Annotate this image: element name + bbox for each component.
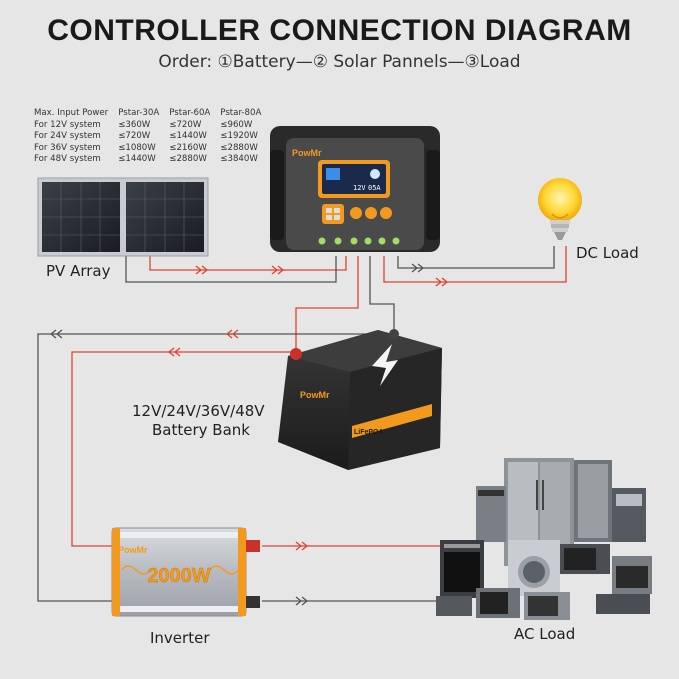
- tall-appliance-icon: [574, 460, 612, 542]
- spec-cell: ≤2880W: [220, 142, 258, 153]
- spec-cell: ≤3840W: [220, 154, 258, 164]
- spec-row: For 24V system ≤720W ≤1440W ≤1920W: [34, 131, 271, 143]
- controller-brand-logo: PowMr: [292, 148, 322, 158]
- dcload-positive-wire: [383, 246, 567, 283]
- arrow-icon: [295, 541, 309, 551]
- spec-row: For 48V system ≤1440W ≤2880W ≤3840W: [34, 154, 271, 166]
- charge-controller-icon: [270, 126, 440, 252]
- battery-negative-wire: [369, 256, 395, 340]
- arrow-icon: [411, 263, 425, 273]
- spec-header-row: Max. Input Power Pstar-30A Pstar-60A Pst…: [34, 108, 271, 120]
- spec-cell: ≤1440W: [169, 131, 207, 141]
- connection-order: Order: ①Battery—② Solar Pannels—③Load: [158, 52, 521, 72]
- microwave-icon: [560, 544, 610, 574]
- arrow-icon: [225, 329, 239, 339]
- pv-negative-wire: [125, 256, 337, 283]
- controller-display-current: 05A: [368, 184, 381, 192]
- spec-header: Pstar-60A: [169, 108, 211, 118]
- arrow-icon: [295, 596, 309, 606]
- light-bulb-icon: [538, 178, 582, 240]
- arrow-icon: [167, 347, 181, 357]
- solar-panel-icon: [37, 177, 209, 257]
- battery-positive-wire: [295, 256, 359, 352]
- battery-bank-label: Battery Bank: [152, 421, 250, 439]
- washing-machine-icon: [508, 540, 560, 596]
- controller-display-voltage: 12V: [353, 184, 366, 192]
- range-hood-icon: [612, 488, 646, 542]
- spec-cell: ≤960W: [220, 119, 253, 130]
- spec-cell: For 36V system: [34, 142, 101, 153]
- arrow-icon: [195, 265, 209, 275]
- inverter-positive-wire: [71, 351, 296, 547]
- dcload-negative-wire: [397, 246, 555, 269]
- dishwasher-icon: [476, 486, 506, 542]
- spec-cell: ≤1440W: [118, 154, 156, 164]
- spec-row: For 36V system ≤1080W ≤2160W ≤2880W: [34, 143, 271, 155]
- small-appliances-icon: [436, 588, 650, 620]
- pv-positive-wire: [149, 256, 347, 271]
- battery-icon: [278, 329, 442, 470]
- oven-icon: [612, 556, 652, 594]
- spec-cell: ≤1080W: [118, 142, 156, 153]
- spec-cell: ≤2160W: [169, 142, 207, 153]
- ac-appliances-icon: [436, 458, 652, 620]
- spec-row: For 12V system ≤360W ≤720W ≤960W: [34, 120, 271, 132]
- spec-cell: For 12V system: [34, 119, 101, 130]
- diagram-title: CONTROLLER CONNECTION DIAGRAM: [47, 14, 632, 47]
- flow-arrows: [49, 263, 449, 606]
- ac-load-label: AC Load: [514, 625, 576, 643]
- spec-table: Max. Input Power Pstar-30A Pstar-60A Pst…: [34, 108, 271, 166]
- battery-chemistry-badge: LiFePO4: [354, 429, 383, 436]
- battery-voltage-label: 12V/24V/36V/48V: [132, 402, 265, 420]
- spec-header: Pstar-80A: [220, 108, 262, 118]
- spec-cell: ≤720W: [169, 119, 202, 130]
- spec-cell: For 48V system: [34, 154, 101, 164]
- pv-array-label: PV Array: [46, 262, 111, 280]
- arrow-icon: [49, 329, 63, 339]
- spec-cell: For 24V system: [34, 131, 101, 141]
- spec-header: Max. Input Power: [34, 108, 109, 118]
- inverter-brand-logo: PowMr: [118, 545, 148, 555]
- arrow-icon: [435, 277, 449, 287]
- battery-brand-logo: PowMr: [300, 390, 330, 400]
- arrow-icon: [271, 265, 285, 275]
- spec-cell: ≤1920W: [220, 131, 258, 141]
- spec-cell: ≤360W: [118, 119, 151, 130]
- spec-cell: ≤2880W: [169, 154, 207, 164]
- inverter-label: Inverter: [150, 629, 210, 647]
- dc-load-label: DC Load: [576, 244, 639, 262]
- inverter-icon: [111, 527, 260, 617]
- spec-header: Pstar-30A: [118, 108, 160, 118]
- spec-cell: ≤720W: [118, 131, 151, 141]
- inverter-rating: 2000W: [147, 565, 210, 587]
